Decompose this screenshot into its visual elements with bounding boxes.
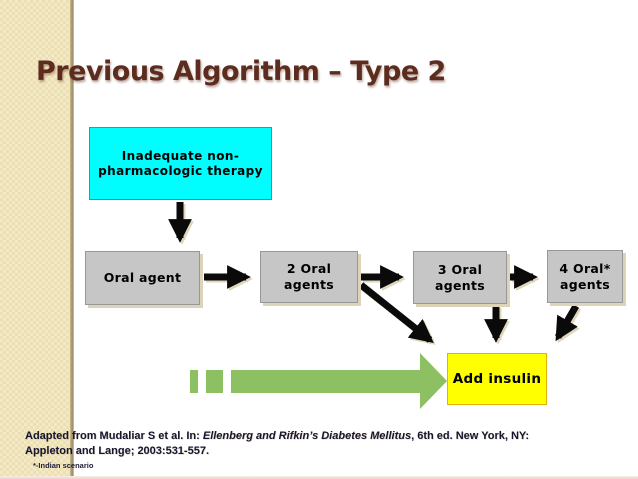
- arrow-oral2-to-insulin: [358, 282, 434, 344]
- citation-line1: Adapted from Mudaliar S et al. In: Ellen…: [25, 429, 615, 444]
- node-2-oral-agents: 2 Oral agents: [260, 251, 358, 303]
- node-label-line1: 4 Oral*: [559, 260, 611, 276]
- node-label-line1: 2 Oral: [286, 261, 332, 277]
- node-label-line2: agents: [284, 277, 334, 292]
- arrow-oral4-to-insulin: [554, 304, 580, 342]
- left-accent-strip: [0, 0, 70, 479]
- bottom-accent-line: [0, 476, 638, 479]
- footnote-indian-scenario: *-Indian scenario: [33, 461, 94, 470]
- citation-line2: Appleton and Lange; 2003:531-557.: [25, 445, 209, 457]
- node-label-line1: 3 Oral: [437, 261, 483, 277]
- citation-book-title: Ellenberg and Rifkin’s Diabetes Mellitus: [202, 430, 412, 442]
- green-arrow-body: [231, 353, 447, 409]
- citation: Adapted from Mudaliar S et al. In: Ellen…: [25, 429, 615, 459]
- citation-suffix: , 6th ed. New York, NY:: [411, 430, 530, 442]
- green-arrow-dash-small: [190, 370, 198, 393]
- node-oral-agent: Oral agent: [85, 251, 200, 305]
- node-label-line2: agents: [435, 277, 485, 293]
- node-3-oral-agents: 3 Oral agents: [413, 251, 507, 304]
- green-arrow-dash-medium: [206, 370, 223, 393]
- node-add-insulin: Add insulin: [447, 353, 547, 405]
- slide-title: Previous Algorithm – Type 2: [36, 56, 446, 87]
- node-label-line2: agents: [560, 276, 610, 292]
- node-label-line2: pharmacologic therapy: [98, 163, 263, 178]
- node-4-oral-agents: 4 Oral* agents: [547, 250, 623, 303]
- node-nonpharmacologic-therapy: Inadequate non- pharmacologic therapy: [89, 127, 272, 200]
- green-progression-arrow: [190, 353, 447, 409]
- citation-prefix: Adapted from Mudaliar S et al. In:: [25, 430, 203, 442]
- node-label: Add insulin: [452, 370, 542, 387]
- left-accent-strip-border: [70, 0, 74, 479]
- node-label-line1: Inadequate non-: [121, 148, 240, 163]
- node-label: Oral agent: [103, 270, 182, 286]
